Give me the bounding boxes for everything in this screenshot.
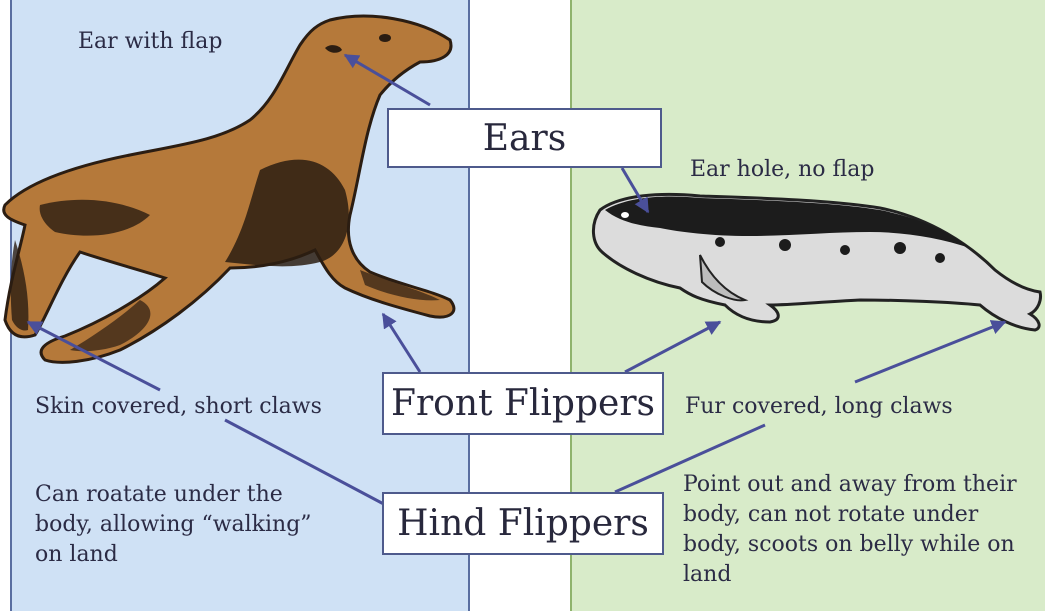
sea-lion-front-flipper-label: Skin covered, short claws bbox=[35, 392, 365, 422]
sea-lion-illustration bbox=[4, 16, 454, 362]
hind-flippers-label-box: Hind Flippers bbox=[382, 492, 664, 555]
seal-hind-flipper-label: Point out and away from their body, can … bbox=[683, 470, 1018, 590]
ears-label-box: Ears bbox=[387, 108, 662, 168]
seal-front-flipper-label: Fur covered, long claws bbox=[685, 392, 953, 422]
seal-ear-label: Ear hole, no flap bbox=[690, 155, 874, 185]
front-flippers-label-box: Front Flippers bbox=[382, 372, 664, 435]
sea-lion-hind-flipper-label: Can roatate under the body, allowing “wa… bbox=[35, 480, 340, 570]
seal-illustration bbox=[593, 194, 1040, 330]
sea-lion-ear-label: Ear with flap bbox=[78, 27, 222, 57]
